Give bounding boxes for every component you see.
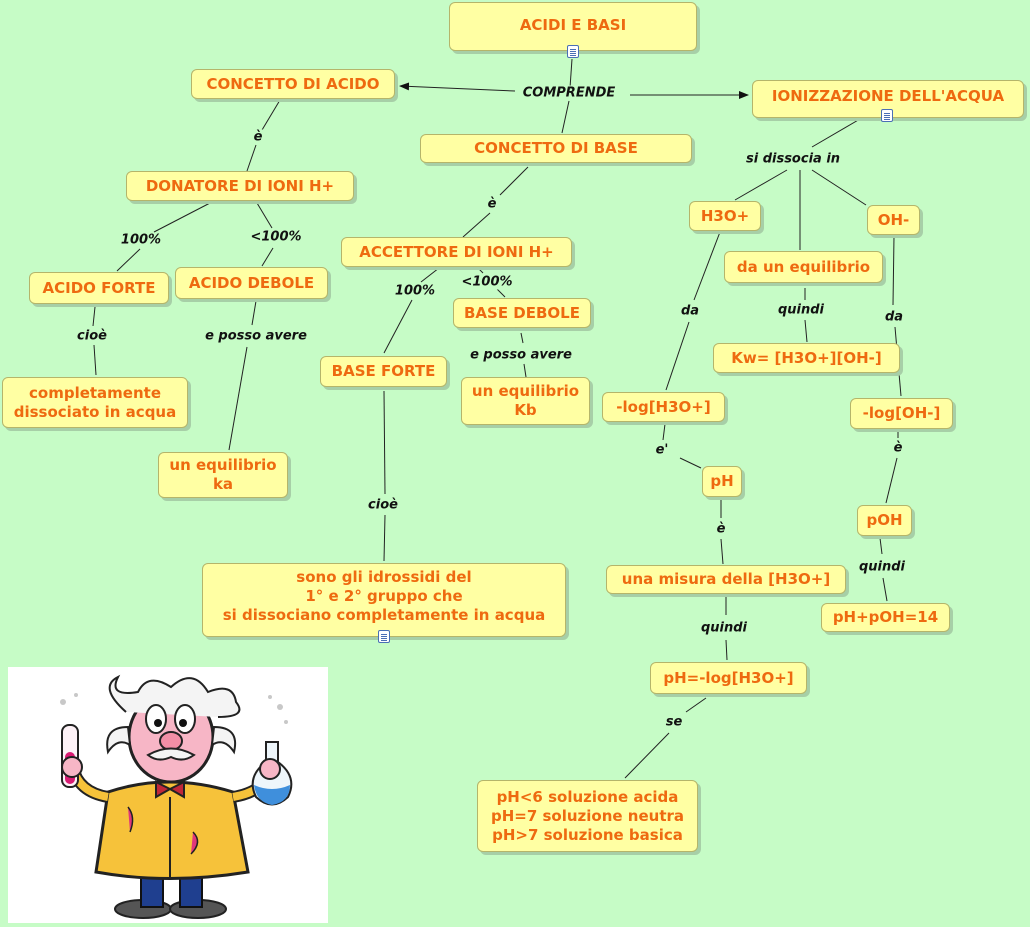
label-quindi-ph: quindi xyxy=(698,620,750,636)
node-equilibrio-kb-text: un equilibrio Kb xyxy=(471,382,580,419)
node-log-oh[interactable]: -log[OH-] xyxy=(850,398,953,429)
label-comprende: COMPRENDE xyxy=(520,85,618,101)
node-accettore-ioni-text: ACCETTORE DI IONI H+ xyxy=(359,242,554,261)
node-acidi-e-basi[interactable]: ACIDI E BASI xyxy=(449,2,697,51)
node-concetto-di-acido-text: CONCETTO DI ACIDO xyxy=(206,74,380,93)
label-quindi-poh: quindi xyxy=(856,559,908,575)
node-ph-poh[interactable]: pH+pOH=14 xyxy=(821,603,950,632)
node-da-un-equilibrio[interactable]: da un equilibrio xyxy=(724,251,883,283)
node-equilibrio-kb[interactable]: un equilibrio Kb xyxy=(461,377,590,425)
node-ionizzazione-acqua-text: IONIZZAZIONE DELL'ACQUA xyxy=(771,87,1005,105)
label-se: se xyxy=(663,714,685,730)
node-completamente-dissociato[interactable]: completamente dissociato in acqua xyxy=(2,377,188,428)
document-icon[interactable] xyxy=(567,45,579,58)
node-log-oh-text: -log[OH-] xyxy=(862,404,941,422)
node-idrossidi[interactable]: sono gli idrossidi del 1° e 2° gruppo ch… xyxy=(202,563,566,637)
label-e-poh: è xyxy=(891,440,905,456)
node-poh-text: pOH xyxy=(866,511,903,529)
label-posso-avere-base: e posso avere xyxy=(468,347,574,363)
node-h3o[interactable]: H3O+ xyxy=(689,201,761,231)
node-equilibrio-ka[interactable]: un equilibrio ka xyxy=(158,452,288,498)
label-100-acido: 100% xyxy=(118,232,164,248)
node-poh[interactable]: pOH xyxy=(857,505,912,536)
label-cioe-base: cioè xyxy=(366,497,400,513)
node-ph-formula[interactable]: pH=-log[H3O+] xyxy=(650,662,807,694)
document-icon[interactable] xyxy=(881,109,893,122)
node-ph[interactable]: pH xyxy=(702,466,742,497)
node-oh-text: OH- xyxy=(877,210,910,229)
label-e-base: è xyxy=(485,196,499,212)
node-misura[interactable]: una misura della [H3O+] xyxy=(606,565,846,594)
node-oh[interactable]: OH- xyxy=(867,205,920,235)
node-kw[interactable]: Kw= [H3O+][OH-] xyxy=(713,343,900,373)
node-kw-text: Kw= [H3O+][OH-] xyxy=(731,348,882,367)
label-e-ph: è xyxy=(714,521,728,537)
node-ph-valori[interactable]: pH<6 soluzione acida pH=7 soluzione neut… xyxy=(477,780,698,852)
node-acido-debole[interactable]: ACIDO DEBOLE xyxy=(175,267,328,299)
node-ph-text: pH xyxy=(710,472,734,490)
label-less-100-base: <100% xyxy=(459,274,515,290)
document-icon[interactable] xyxy=(378,630,390,643)
label-si-dissocia: si dissocia in xyxy=(743,151,843,167)
node-base-forte-text: BASE FORTE xyxy=(331,362,436,380)
node-completamente-dissociato-text: completamente dissociato in acqua xyxy=(13,383,177,421)
node-concetto-di-acido[interactable]: CONCETTO DI ACIDO xyxy=(191,69,395,99)
node-misura-text: una misura della [H3O+] xyxy=(621,570,831,588)
node-log-h3o-text: -log[H3O+] xyxy=(616,397,711,416)
node-acidi-e-basi-text: ACIDI E BASI xyxy=(519,16,627,34)
label-da-oh: da xyxy=(882,309,906,325)
node-da-un-equilibrio-text: da un equilibrio xyxy=(736,257,871,276)
node-log-h3o[interactable]: -log[H3O+] xyxy=(602,392,725,422)
node-idrossidi-text: sono gli idrossidi del 1° e 2° gruppo ch… xyxy=(222,568,546,624)
node-donatore-ioni[interactable]: DONATORE DI IONI H+ xyxy=(126,171,354,201)
label-cioe-acido: cioè xyxy=(75,328,109,344)
node-ph-poh-text: pH+pOH=14 xyxy=(832,608,939,626)
node-base-debole-text: BASE DEBOLE xyxy=(463,303,580,322)
scientist-illustration xyxy=(8,667,328,923)
node-h3o-text: H3O+ xyxy=(700,206,750,225)
node-acido-forte-text: ACIDO FORTE xyxy=(42,278,156,297)
node-base-forte[interactable]: BASE FORTE xyxy=(320,356,447,387)
label-less-100-acido: <100% xyxy=(248,229,304,245)
label-e-acido: è xyxy=(251,129,265,145)
node-base-debole[interactable]: BASE DEBOLE xyxy=(453,298,591,328)
label-quindi-kw: quindi xyxy=(775,302,827,318)
label-posso-avere-acido: e posso avere xyxy=(203,328,309,344)
node-ph-formula-text: pH=-log[H3O+] xyxy=(663,668,794,687)
label-e-apostrophe: e' xyxy=(653,442,671,458)
node-donatore-ioni-text: DONATORE DI IONI H+ xyxy=(145,176,335,195)
node-concetto-di-base[interactable]: CONCETTO DI BASE xyxy=(420,134,692,163)
label-da-h3o: da xyxy=(678,303,702,319)
node-equilibrio-ka-text: un equilibrio ka xyxy=(169,456,277,493)
node-acido-debole-text: ACIDO DEBOLE xyxy=(188,273,315,292)
label-100-base: 100% xyxy=(392,283,438,299)
node-concetto-di-base-text: CONCETTO DI BASE xyxy=(474,139,638,157)
node-accettore-ioni[interactable]: ACCETTORE DI IONI H+ xyxy=(341,237,572,267)
node-ph-valori-text: pH<6 soluzione acida pH=7 soluzione neut… xyxy=(490,787,685,844)
node-acido-forte[interactable]: ACIDO FORTE xyxy=(29,272,169,304)
